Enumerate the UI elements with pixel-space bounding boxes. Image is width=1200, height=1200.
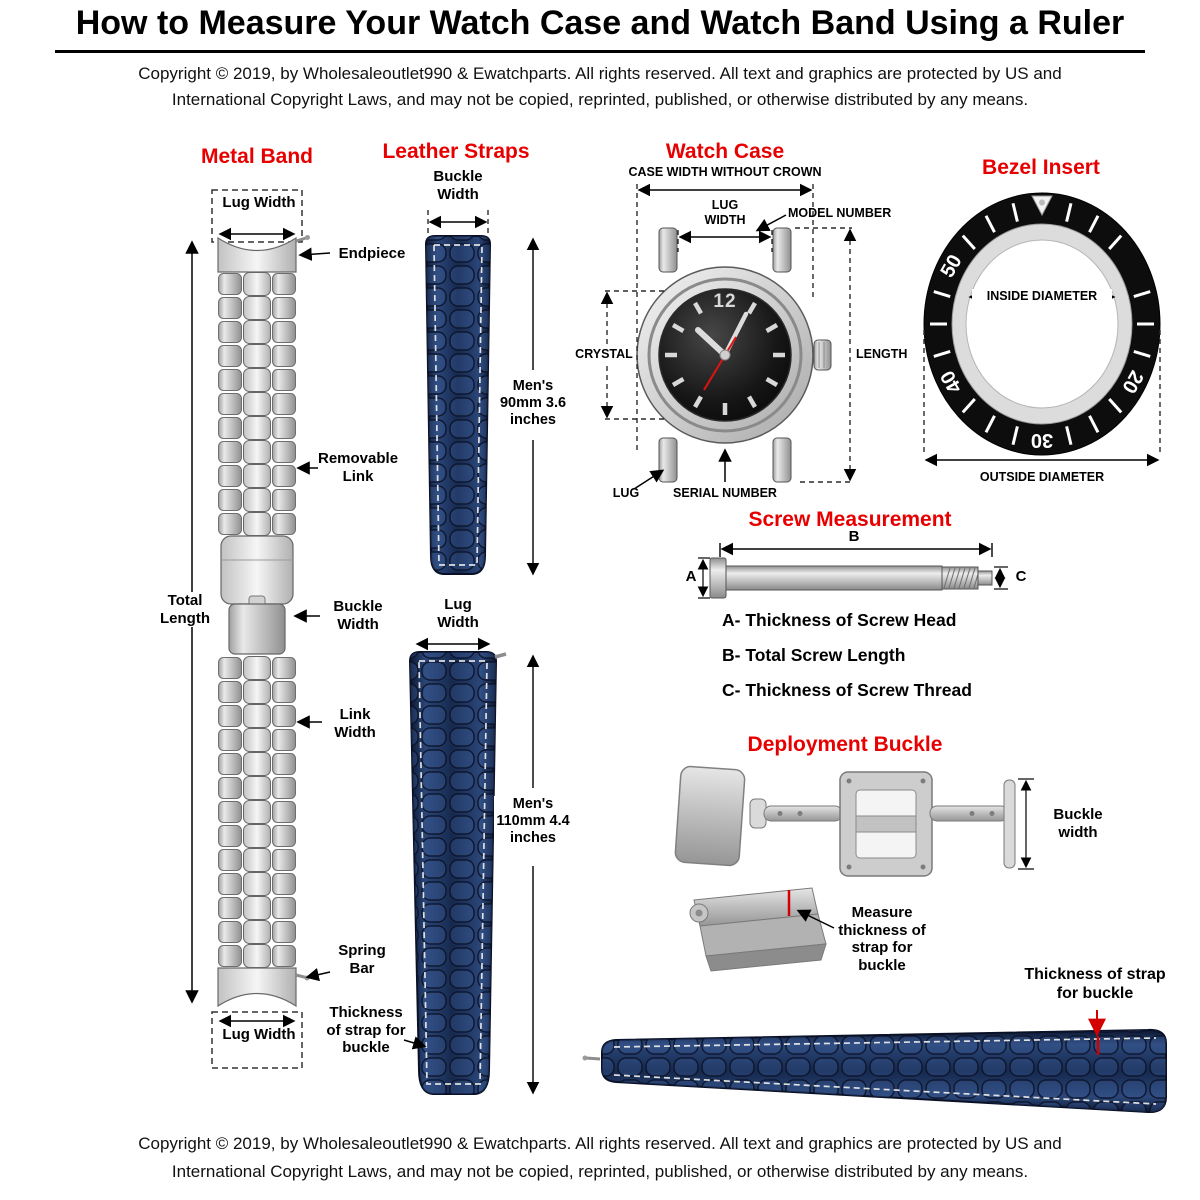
- folded-buckle-bottom: [705, 943, 827, 972]
- lug-width-case-label: LUG WIDTH: [704, 198, 746, 227]
- lug-width-bottom-dashed-box: [211, 1011, 303, 1069]
- stitching-short-strap: [433, 244, 483, 566]
- buckle-end-bar: [1003, 779, 1016, 869]
- crown: [813, 339, 832, 371]
- metal-band-heading: Metal Band: [200, 145, 313, 168]
- inside-diameter-label: INSIDE DIAMETER: [972, 289, 1112, 304]
- removable-link-label: Removable Link: [318, 450, 399, 485]
- buckle-width-leather-label: Buckle Width: [433, 168, 483, 203]
- copyright-bottom-line1: Copyright © 2019, by Wholesaleoutlet990 …: [138, 1134, 1062, 1153]
- serial-number-label: SERIAL NUMBER: [673, 486, 777, 500]
- screw-c-label: C: [1015, 568, 1027, 585]
- hour-hand: [695, 327, 728, 358]
- screw-head: [709, 557, 727, 599]
- measure-thickness-pointer: [796, 909, 835, 929]
- spring-bar-pointer: [305, 968, 331, 982]
- band-links-upper: [218, 272, 296, 536]
- bottom-strap-illustration: [582, 1010, 1167, 1114]
- clasp-lower: [228, 603, 286, 655]
- endpiece-top: [217, 236, 297, 273]
- buckle-arm-left: [763, 805, 843, 822]
- copyright-top-line1: Copyright © 2019, by Wholesaleoutlet990 …: [138, 64, 1062, 83]
- model-number-label: MODEL NUMBER: [788, 206, 892, 220]
- watch-case-illustration: [600, 183, 857, 490]
- lug-width-leather-label: Lug Width: [437, 596, 479, 631]
- copyright-top-line2: International Copyright Laws, and may no…: [171, 90, 1029, 109]
- outside-diameter-label: OUTSIDE DIAMETER: [979, 470, 1105, 484]
- lug-width-bottom-label: Lug Width: [222, 1026, 296, 1043]
- lug-top-right: [772, 227, 792, 273]
- buckle-arm-right: [929, 805, 1009, 822]
- second-hand: [703, 336, 737, 391]
- screw-measurement-heading: Screw Measurement: [748, 508, 952, 531]
- mens-90-label: Men's 90mm 3.6 inches: [494, 378, 572, 430]
- dial-numeral-12: 12: [713, 291, 737, 312]
- screw-tip: [977, 570, 993, 586]
- bezel-center: [965, 239, 1119, 409]
- total-length-label: Total Length: [156, 592, 214, 628]
- thickness-strap-right-label: Thickness of strap for buckle: [1024, 966, 1166, 1002]
- bezel-insert-heading: Bezel Insert: [982, 156, 1100, 179]
- deployment-buckle-heading: Deployment Buckle: [747, 733, 943, 756]
- lug-width-top-dashed-box: [211, 189, 303, 243]
- model-number-pointer: [755, 214, 787, 232]
- lug-bottom-right: [772, 437, 792, 483]
- length-label: LENGTH: [856, 347, 914, 362]
- band-links-lower: [218, 656, 296, 968]
- measure-thickness-label: Measure thickness of strap for buckle: [838, 904, 926, 975]
- screw-illustration: [697, 542, 1008, 599]
- watch-case-heading: Watch Case: [665, 140, 785, 163]
- lug-top-left: [658, 227, 678, 273]
- link-width-label: Link Width: [334, 706, 376, 741]
- metal-band-illustration: [185, 189, 331, 1069]
- lug-label: LUG: [612, 486, 640, 500]
- bezel-insert-illustration: [923, 192, 1161, 467]
- thickness-pointer: [403, 1036, 427, 1050]
- buckle-width-dep-label: Buckle width: [1053, 806, 1103, 841]
- buckle-side-view: [674, 765, 746, 867]
- case-width-label: CASE WIDTH WITHOUT CROWN: [628, 165, 822, 179]
- endpiece-bottom: [217, 967, 297, 1008]
- buckle-width-metal-label: Buckle Width: [333, 598, 383, 633]
- clasp-upper: [220, 535, 294, 605]
- screw-a-label: A: [685, 568, 697, 585]
- lug-bottom-left: [658, 437, 678, 483]
- bezel-ticks: [930, 202, 1154, 446]
- hour-markers: [665, 301, 785, 415]
- leather-straps-illustration: [403, 210, 540, 1095]
- lug-pointer: [633, 469, 665, 490]
- mens-110-label: Men's 110mm 4.4 inches: [494, 796, 572, 848]
- endpiece-pointer: [298, 247, 331, 261]
- page-title: How to Measure Your Watch Case and Watch…: [55, 4, 1145, 53]
- deployment-buckle-illustration: [674, 765, 1034, 972]
- leather-straps-heading: Leather Straps: [382, 140, 530, 163]
- screw-shaft: [725, 565, 943, 591]
- copyright-bottom-line2: International Copyright Laws, and may no…: [171, 1162, 1029, 1181]
- screw-line-c: C- Thickness of Screw Thread: [722, 680, 972, 700]
- stitching-long-strap: [418, 660, 488, 1085]
- screw-b-label: B: [848, 528, 860, 545]
- thickness-strap-left-label: Thickness of strap for buckle: [326, 1004, 406, 1057]
- bezel-number-30: 30: [1030, 429, 1054, 451]
- screw-line-a: A- Thickness of Screw Head: [722, 610, 957, 630]
- spring-bar-label: Spring Bar: [338, 942, 386, 977]
- screw-line-b: B- Total Screw Length: [722, 645, 906, 665]
- crystal-label: CRYSTAL: [574, 347, 634, 362]
- endpiece-label: Endpiece: [338, 245, 406, 262]
- lug-width-top-label: Lug Width: [222, 194, 296, 211]
